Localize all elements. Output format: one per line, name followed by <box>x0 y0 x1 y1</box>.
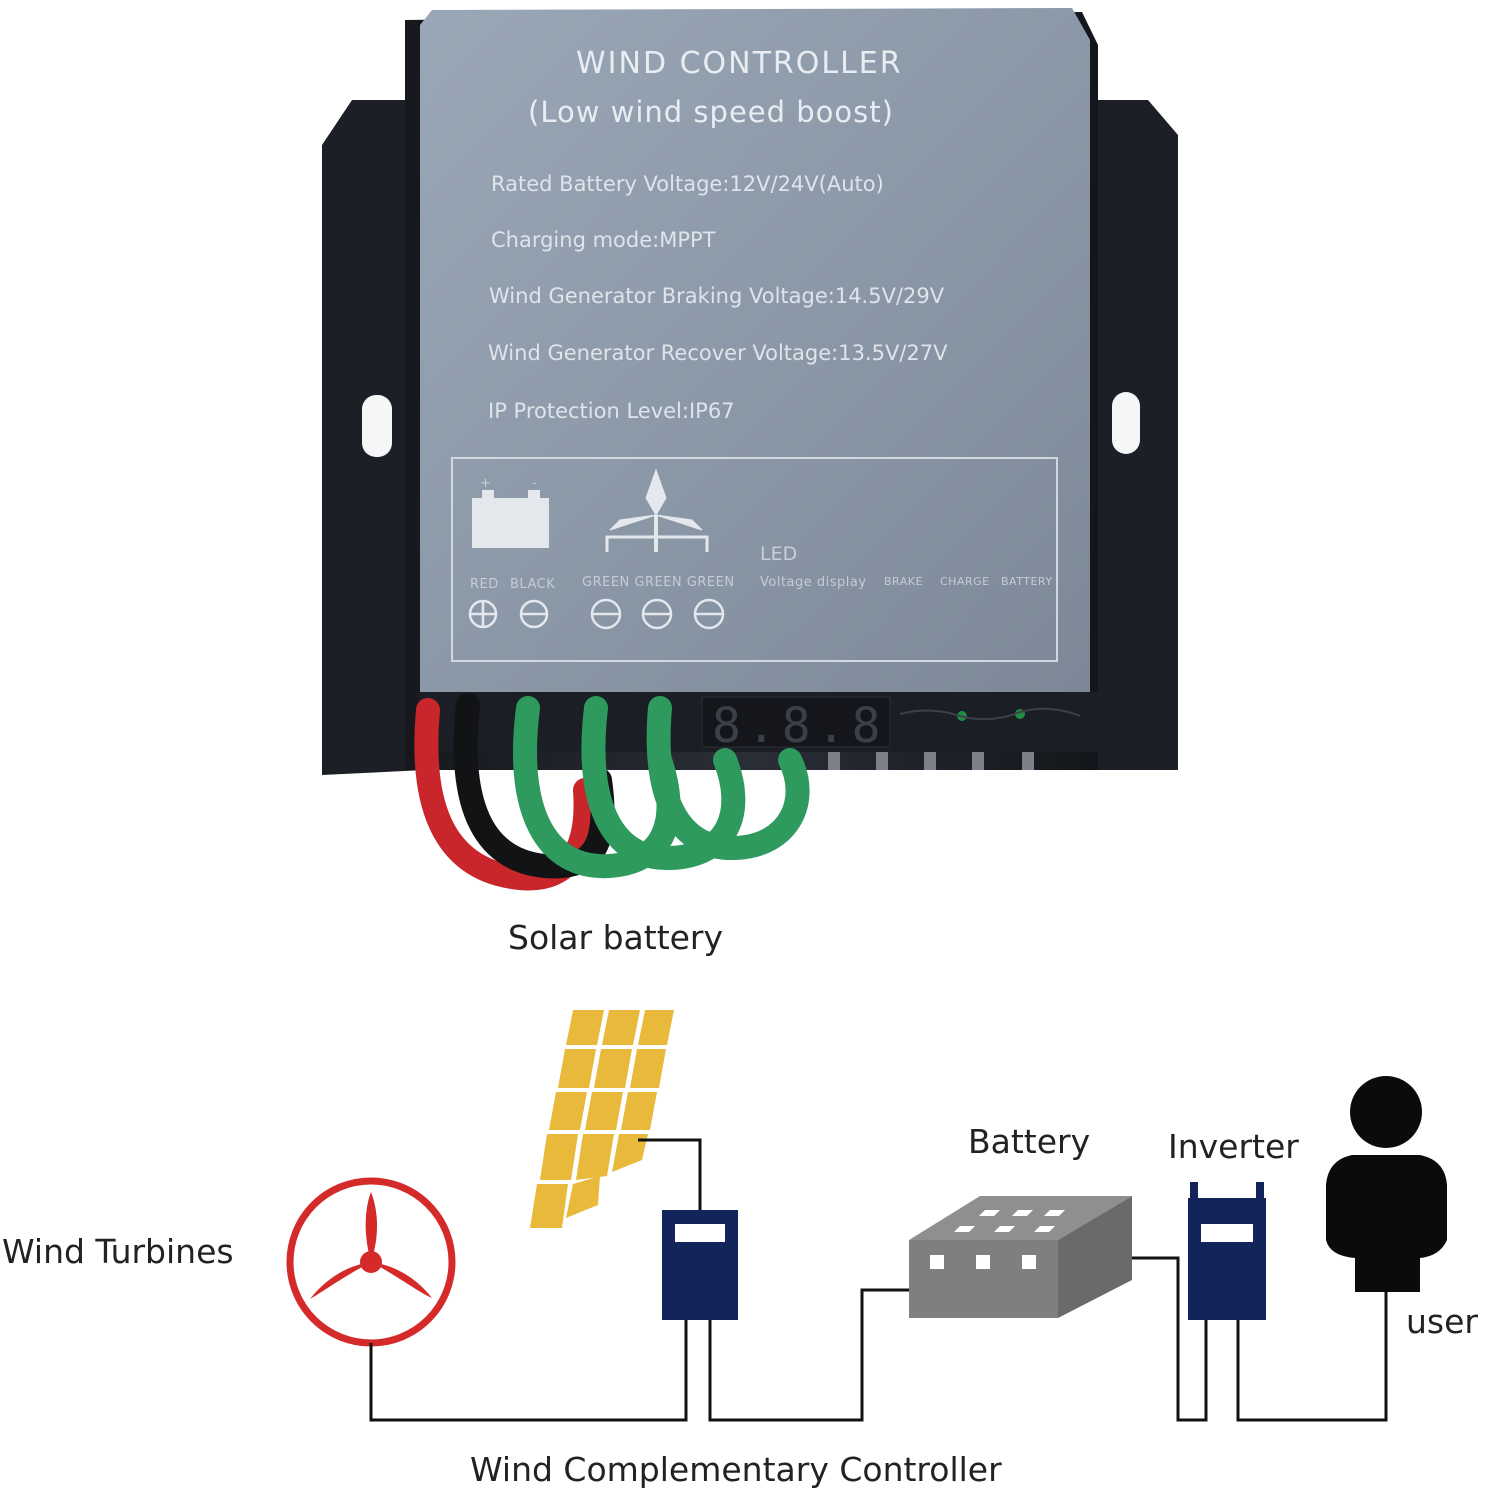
wind-turbine-symbol-icon <box>605 468 709 552</box>
device-title: WIND CONTROLLER <box>576 46 903 81</box>
spec-recover-voltage: Wind Generator Recover Voltage:13.5V/27V <box>488 341 948 365</box>
battery-plus-label: + <box>480 476 492 491</box>
green-labels: GREEN GREEN GREEN <box>582 575 735 590</box>
brake-label: BRAKE <box>884 575 923 588</box>
battery-minus-label: - <box>532 476 538 491</box>
green-wire-2 <box>581 696 746 870</box>
battery-caption: Battery <box>968 1122 1091 1161</box>
user-caption: user <box>1406 1302 1478 1341</box>
charge-label: CHARGE <box>940 575 990 588</box>
green-wire-3 <box>646 696 810 861</box>
user-icon <box>1326 1076 1447 1292</box>
voltage-display-label: Voltage display <box>760 575 867 590</box>
system-diagram <box>286 1010 1447 1422</box>
battery-box-icon <box>909 1196 1132 1318</box>
red-wire <box>414 698 598 891</box>
battery-symbol-icon <box>472 498 549 548</box>
spec-ip-level: IP Protection Level:IP67 <box>488 399 735 423</box>
connection-wires <box>369 1138 1388 1422</box>
red-label: RED <box>470 577 499 592</box>
battery-label: BATTERY <box>1001 575 1053 588</box>
right-slot <box>1112 392 1140 454</box>
device-illustration: 8.8.8 <box>322 8 1178 891</box>
spec-rated-voltage: Rated Battery Voltage:12V/24V(Auto) <box>491 172 884 196</box>
left-slot <box>362 395 392 457</box>
inverter-box-icon <box>1188 1182 1266 1320</box>
display-digits: 8.8.8 <box>712 698 887 754</box>
solar-battery-caption: Solar battery <box>508 918 724 957</box>
controller-caption: Wind Complementary Controller <box>470 1450 1002 1489</box>
wind-turbine-icon <box>286 1177 456 1347</box>
led-label: LED <box>760 543 798 565</box>
black-label: BLACK <box>510 577 556 592</box>
spec-braking-voltage: Wind Generator Braking Voltage:14.5V/29V <box>489 284 945 308</box>
wind-turbines-caption: Wind Turbines <box>2 1232 234 1271</box>
solar-panel-icon <box>530 1010 674 1228</box>
controller-box-icon <box>662 1210 738 1320</box>
wind-controller-device: 8.8.8 WIND CONTROLLER (Low wind speed bo… <box>322 8 1178 891</box>
inverter-caption: Inverter <box>1168 1127 1299 1166</box>
label-panel <box>451 457 1058 662</box>
spec-charging-mode: Charging mode:MPPT <box>491 228 716 252</box>
device-subtitle: (Low wind speed boost) <box>528 95 894 129</box>
black-wire <box>453 693 615 879</box>
voltage-display <box>701 696 891 748</box>
face-plate <box>420 8 1090 692</box>
